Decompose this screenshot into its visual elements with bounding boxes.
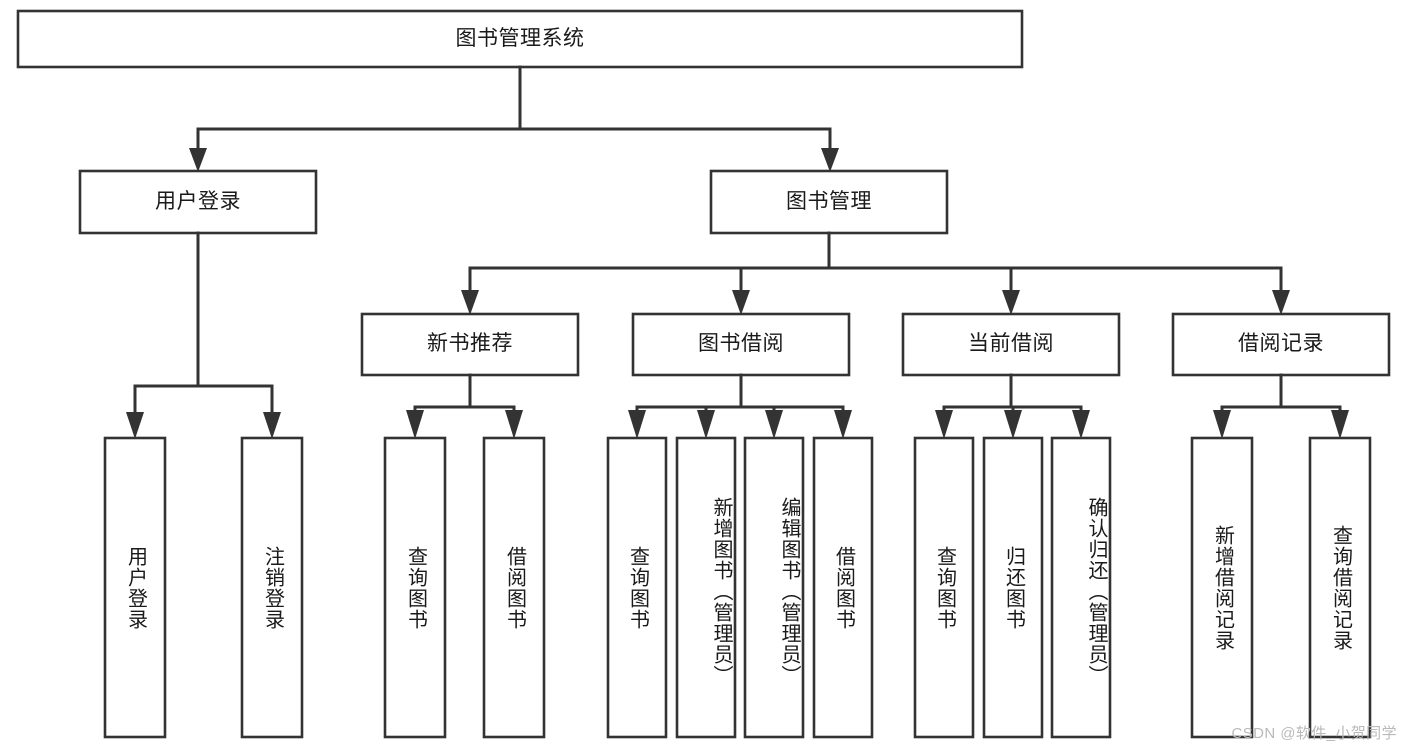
node-box-book-manage[interactable]: [709, 169, 949, 235]
connectors-book-borrow-to-leaves: [628, 373, 852, 439]
node-box-book-borrow[interactable]: [631, 312, 851, 377]
node-box-leaf-query-book-1[interactable]: [383, 436, 447, 739]
connectors-current-borrow-to-leaves: [935, 373, 1090, 439]
node-box-leaf-add-record[interactable]: [1190, 436, 1254, 739]
connectors-book-manage-to-level2: [461, 231, 1290, 315]
node-box-leaf-borrow-book-1[interactable]: [482, 436, 546, 739]
node-box-leaf-edit-book[interactable]: [743, 436, 805, 739]
node-box-leaf-user-login[interactable]: [103, 436, 167, 739]
node-box-leaf-query-book-2[interactable]: [606, 436, 668, 739]
node-box-leaf-query-record[interactable]: [1308, 436, 1372, 739]
node-box-user-login[interactable]: [78, 169, 318, 235]
node-box-borrow-record[interactable]: [1171, 312, 1391, 377]
connectors-user-login-to-leaves: [126, 231, 281, 439]
node-box-leaf-return-book[interactable]: [982, 436, 1044, 739]
node-box-leaf-add-book[interactable]: [675, 436, 737, 739]
node-box-root[interactable]: [16, 9, 1024, 69]
connectors-borrow-record-to-leaves: [1213, 373, 1349, 439]
node-box-leaf-query-book-3[interactable]: [913, 436, 975, 739]
node-box-new-book-recommend[interactable]: [360, 312, 580, 377]
node-box-current-borrow[interactable]: [901, 312, 1121, 377]
node-box-leaf-confirm-return[interactable]: [1050, 436, 1112, 739]
connectors-root-to-level1: [189, 65, 839, 172]
node-box-leaf-borrow-book-2[interactable]: [812, 436, 874, 739]
node-box-leaf-logout[interactable]: [240, 436, 304, 739]
connectors-new-book-recommend-to-leaves: [406, 373, 523, 439]
